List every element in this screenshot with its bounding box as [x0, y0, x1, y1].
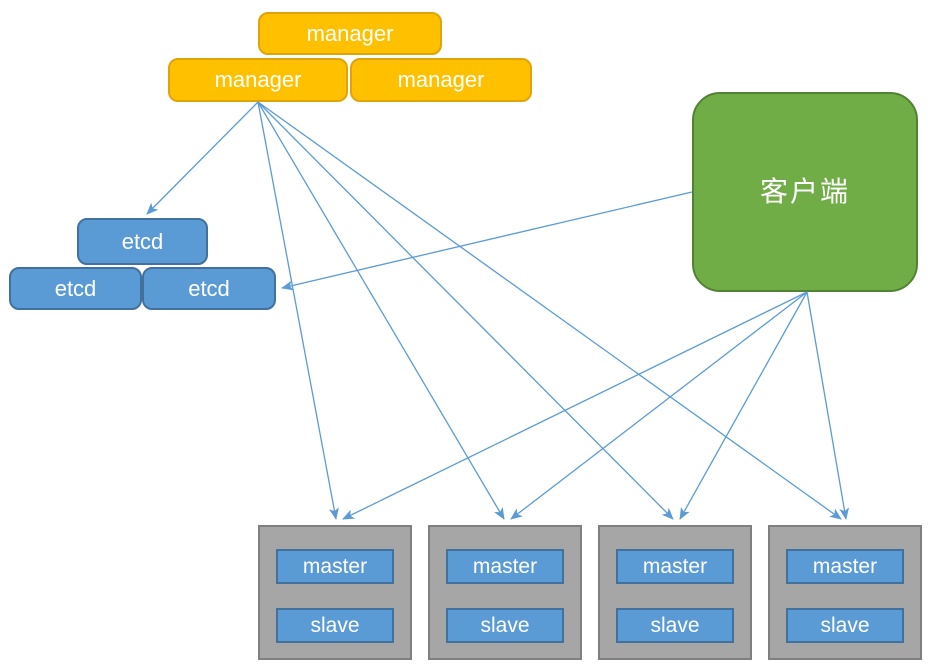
etcd-label: etcd — [188, 275, 230, 301]
etcd-node-right: etcd — [142, 267, 276, 310]
master-box: master — [616, 549, 734, 584]
slave-box: slave — [276, 608, 394, 643]
master-label: master — [642, 555, 708, 578]
master-label: master — [472, 555, 538, 578]
worker-box-4: master slave — [768, 525, 922, 660]
etcd-label: etcd — [121, 228, 164, 254]
client-label: 客户端 — [759, 176, 850, 207]
etcd-label: etcd — [54, 275, 97, 301]
etcd-node-top: etcd — [77, 218, 208, 265]
edge-manager-to-worker-3 — [257, 101, 674, 520]
manager-node-right: manager — [350, 58, 532, 102]
edge-client-to-worker-2 — [510, 291, 808, 520]
slave-label: slave — [310, 614, 360, 637]
manager-label: manager — [397, 67, 485, 92]
edge-client-to-worker-4 — [806, 291, 850, 520]
worker-box-1: master slave — [258, 525, 412, 660]
slave-box: slave — [616, 608, 734, 643]
edge-client-to-worker-3 — [679, 291, 808, 520]
master-box: master — [786, 549, 904, 584]
edge-manager-to-etcd — [146, 101, 259, 215]
edge-client-to-worker-1 — [342, 291, 808, 520]
master-box: master — [276, 549, 394, 584]
master-box: master — [446, 549, 564, 584]
slave-label: slave — [480, 614, 530, 637]
edge-manager-to-worker-2 — [257, 101, 505, 520]
slave-box: slave — [786, 608, 904, 643]
edge-client-to-etcd — [281, 191, 693, 291]
manager-label: manager — [214, 67, 302, 92]
etcd-node-left: etcd — [9, 267, 142, 310]
worker-box-2: master slave — [428, 525, 582, 660]
manager-node-top: manager — [258, 12, 442, 55]
manager-label: manager — [306, 20, 394, 46]
master-label: master — [302, 555, 368, 578]
edge-manager-to-worker-1 — [257, 101, 339, 520]
slave-label: slave — [820, 614, 870, 637]
master-label: master — [812, 555, 878, 578]
worker-box-3: master slave — [598, 525, 752, 660]
client-node: 客户端 — [692, 92, 918, 292]
slave-box: slave — [446, 608, 564, 643]
manager-node-left: manager — [168, 58, 348, 102]
slave-label: slave — [650, 614, 700, 637]
